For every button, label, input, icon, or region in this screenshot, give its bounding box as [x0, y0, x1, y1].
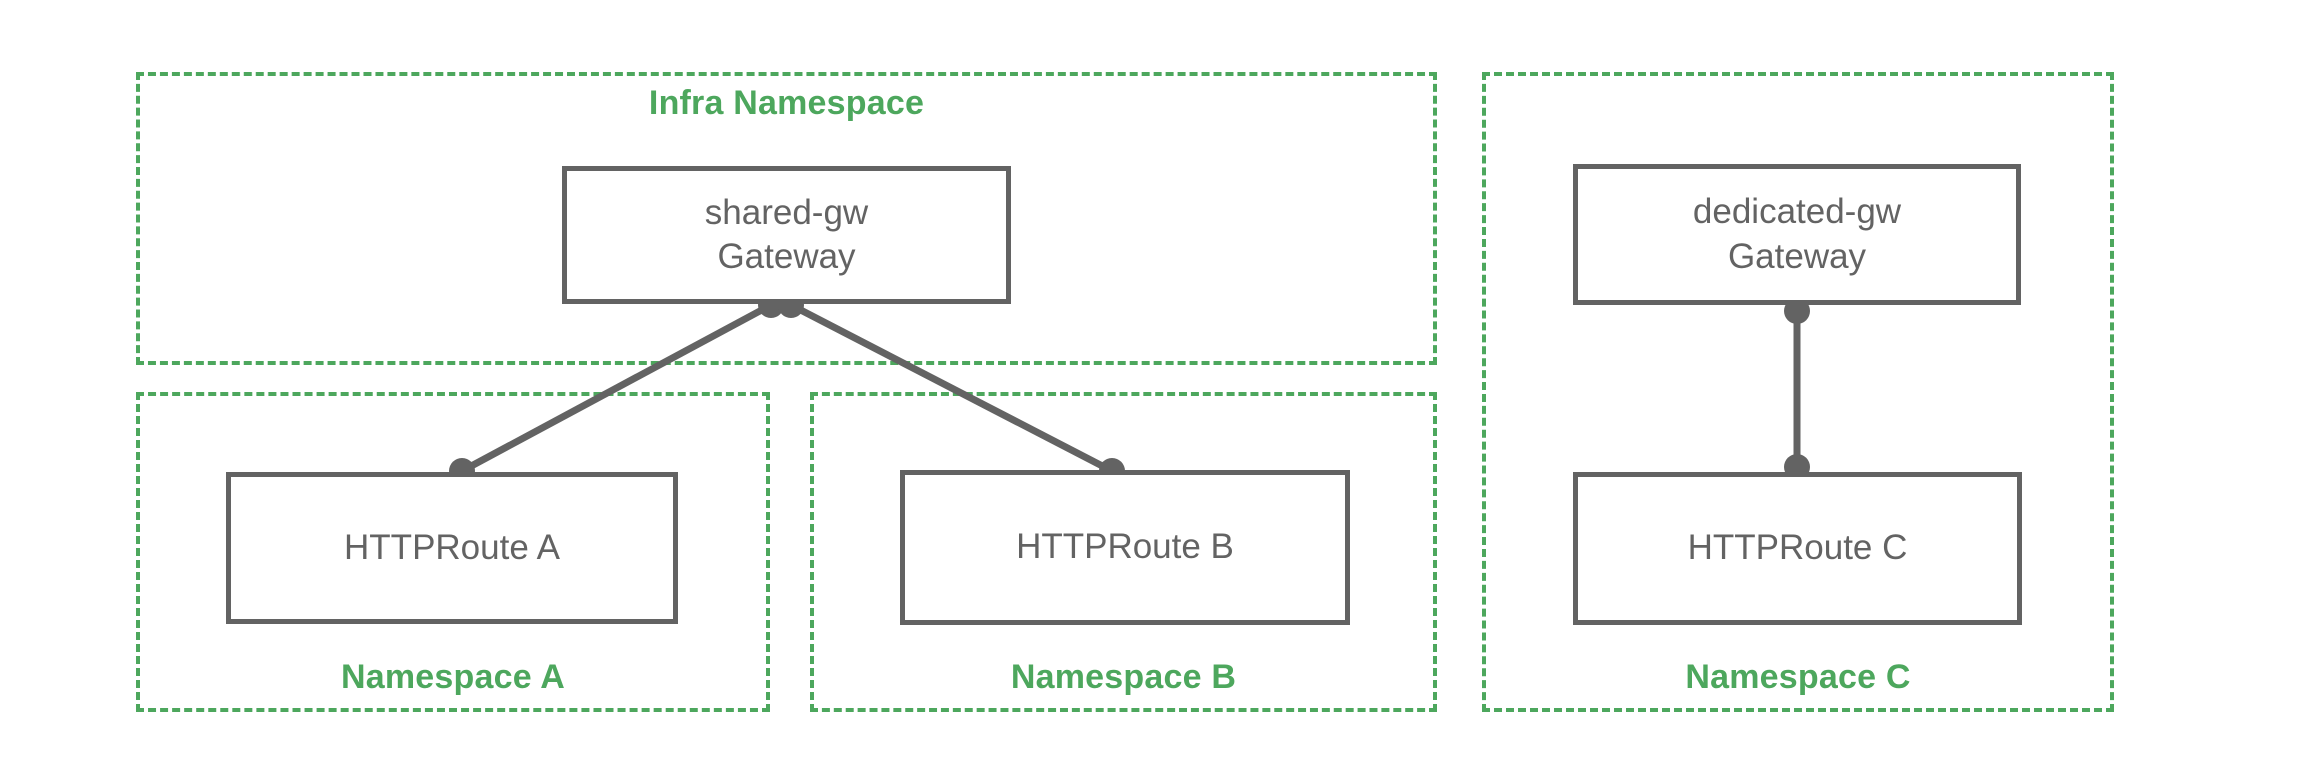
- namespace-container-b: [810, 392, 1437, 712]
- node-dedicated-gw-kind: Gateway: [1727, 236, 1867, 276]
- node-httproute-a-label: HTTPRoute A: [344, 527, 560, 567]
- node-dedicated-gw-gateway[interactable]: dedicated-gw Gateway: [1573, 164, 2021, 305]
- namespace-container-c: [1482, 72, 2114, 712]
- node-shared-gw-gateway[interactable]: shared-gw Gateway: [562, 166, 1011, 304]
- node-httproute-c[interactable]: HTTPRoute C: [1573, 472, 2022, 625]
- node-httproute-b-label: HTTPRoute B: [1016, 527, 1234, 567]
- namespace-label-infra: Infra Namespace: [648, 84, 925, 122]
- node-httproute-b[interactable]: HTTPRoute B: [900, 470, 1350, 625]
- namespace-label-a: Namespace A: [341, 658, 565, 696]
- namespace-label-b: Namespace B: [1010, 658, 1237, 696]
- node-httproute-a[interactable]: HTTPRoute A: [226, 472, 678, 624]
- namespace-label-c: Namespace C: [1685, 658, 1911, 696]
- namespace-container-infra: [136, 72, 1437, 365]
- node-dedicated-gw-name: dedicated-gw: [1692, 192, 1902, 232]
- namespace-container-a: [136, 392, 770, 712]
- node-shared-gw-kind: Gateway: [717, 237, 856, 276]
- node-httproute-c-label: HTTPRoute C: [1687, 528, 1908, 568]
- node-shared-gw-name: shared-gw: [704, 192, 869, 232]
